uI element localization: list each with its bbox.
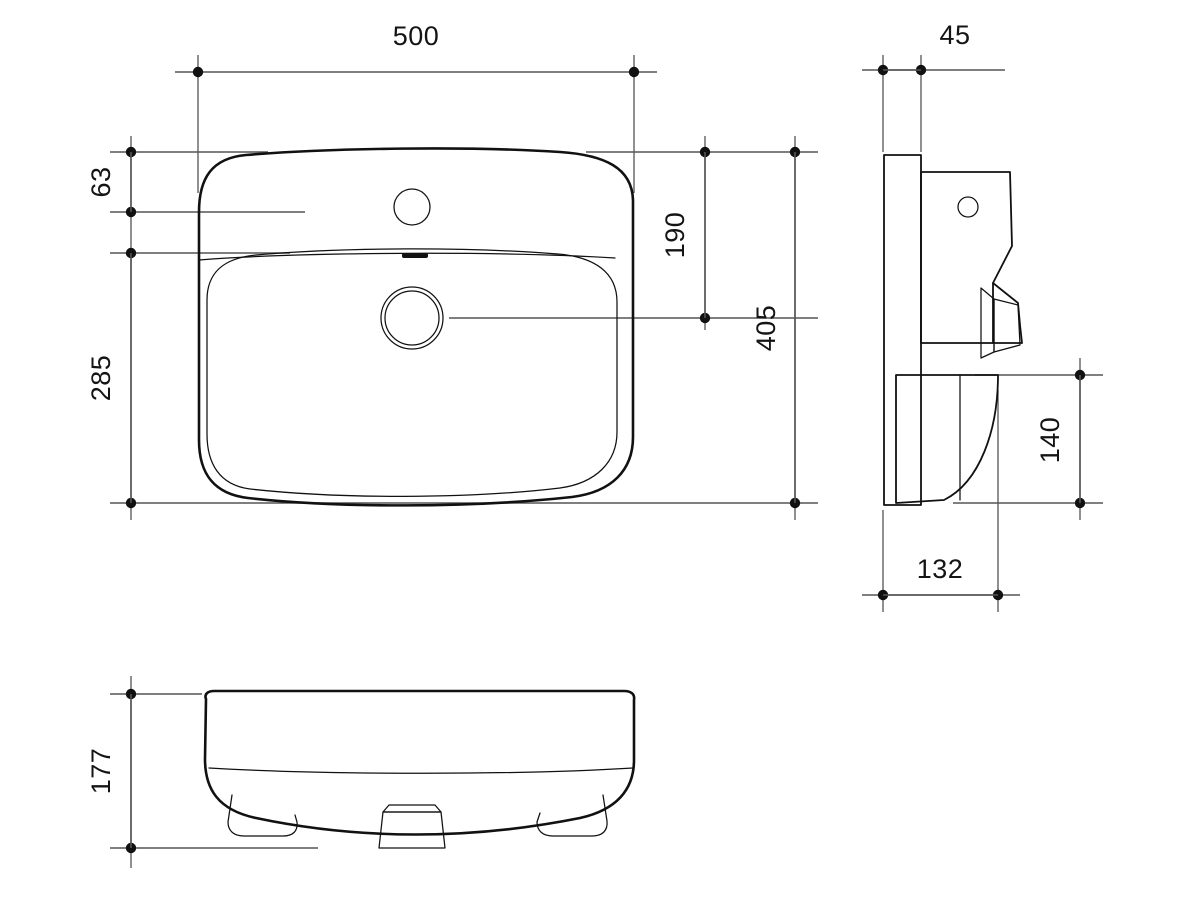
side-view-dimension-dots (877, 64, 1086, 601)
side-view-dimension-spines (883, 69, 1081, 596)
basin-front-profile (203, 689, 636, 836)
basin-bowl-opening (206, 248, 618, 497)
outlet-detail-upper (992, 282, 1023, 344)
dim-190-label: 190 (660, 212, 690, 259)
top-view-dimension-dots (125, 66, 801, 509)
front-view-leader-lines (110, 693, 318, 849)
side-view: 45 140 132 (862, 20, 1103, 612)
waste-outlet-icon (380, 286, 444, 350)
overflow-slot-icon (402, 253, 428, 258)
waste-outlet-front-collar (382, 804, 442, 813)
dim-500-label: 500 (393, 21, 440, 51)
outlet-detail-lower (993, 298, 1021, 353)
tap-hole-icon (957, 196, 979, 218)
wall-mount-rail (883, 154, 922, 506)
support-foot-right (536, 794, 608, 837)
dim-63-label: 63 (86, 166, 116, 197)
support-foot-left (227, 794, 298, 837)
top-view-leader-lines (110, 71, 818, 504)
basin-skirt-profile (895, 374, 999, 504)
top-view-extension-lines (130, 55, 796, 520)
dim-405-label: 405 (751, 305, 781, 352)
outlet-detail-inner (980, 287, 995, 359)
top-view-dimension-spines (130, 152, 796, 503)
top-view: 500 63 285 190 405 (86, 21, 818, 520)
rim-crease-line (198, 252, 616, 261)
waste-outlet-inner-icon (384, 290, 440, 346)
basin-outer-rim (197, 147, 635, 507)
tap-hole-icon (393, 188, 431, 226)
dim-285-label: 285 (86, 355, 116, 402)
dim-177-label: 177 (86, 748, 116, 795)
waste-outlet-front (378, 811, 446, 849)
side-view-leader-lines (862, 69, 1103, 596)
dim-132-label: 132 (917, 554, 964, 584)
dim-45-label: 45 (939, 20, 970, 50)
dim-140-label: 140 (1035, 417, 1065, 464)
front-view: 177 (86, 676, 636, 868)
front-rim-crease-line (208, 767, 634, 774)
